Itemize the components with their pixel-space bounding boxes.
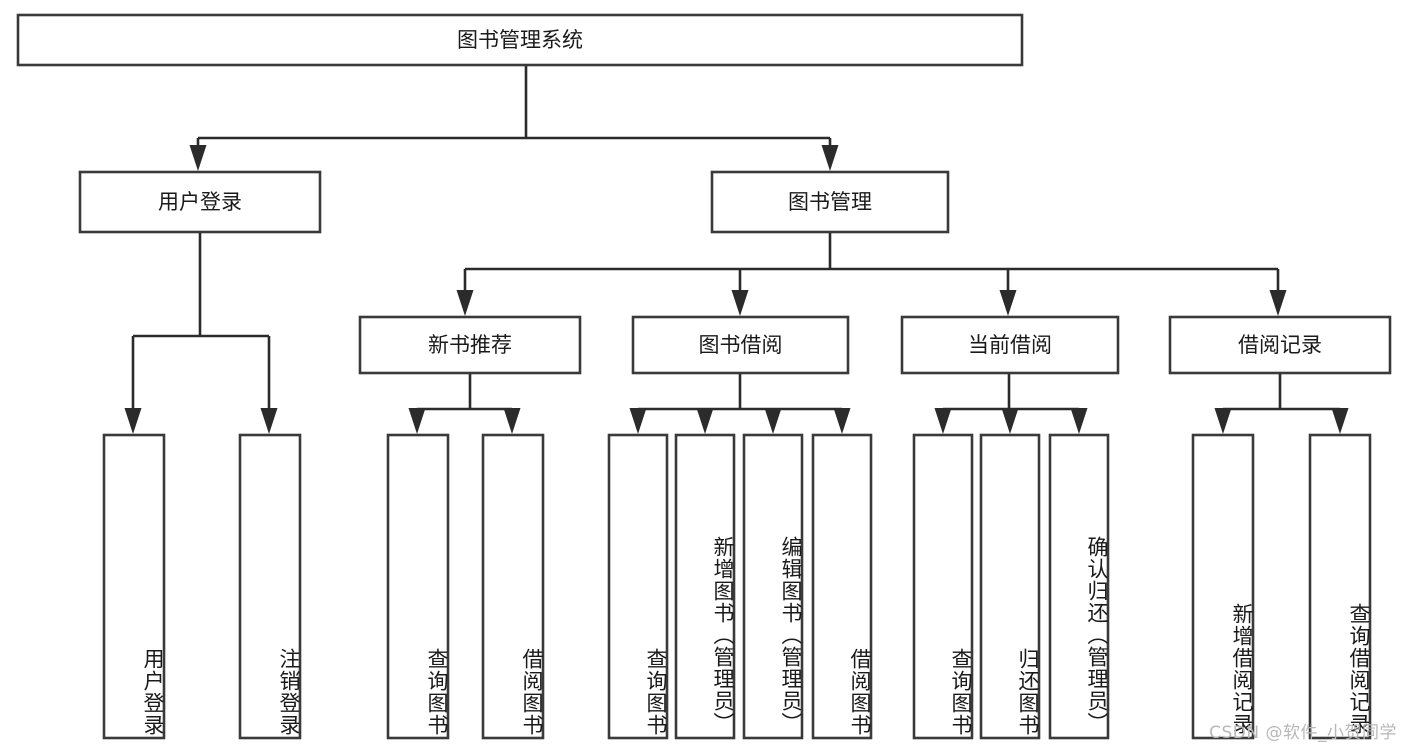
node-box-leaf-borrow-book-bor[interactable] [811, 433, 873, 740]
node-box-book-manage[interactable] [710, 170, 950, 234]
connector-conn-root [189, 65, 839, 171]
node-box-root[interactable] [16, 13, 1024, 67]
arrow-head-icon [1070, 408, 1088, 434]
connector-conn-book-manage [456, 232, 1287, 316]
node-label-new-book-recommend: 新书推荐 [428, 333, 512, 357]
connector-layer [124, 65, 1349, 434]
connector-conn-borrow-record [1214, 373, 1349, 434]
node-box-book-borrow[interactable] [631, 315, 850, 375]
arrow-head-icon [456, 290, 474, 316]
arrow-head-icon [124, 408, 142, 434]
node-box-layer [16, 13, 1392, 740]
node-box-leaf-add-borrow-record[interactable] [1191, 433, 1255, 740]
node-box-leaf-edit-book-admin[interactable] [742, 433, 804, 740]
arrow-head-icon [1001, 408, 1019, 434]
arrow-head-icon [1214, 408, 1232, 434]
node-box-leaf-borrow-book-rec[interactable] [481, 433, 545, 740]
arrow-head-icon [260, 408, 278, 434]
arrow-head-icon [731, 290, 749, 316]
arrow-head-icon [999, 290, 1017, 316]
arrow-head-icon [1331, 408, 1349, 434]
node-box-leaf-query-borrow-record[interactable] [1308, 433, 1372, 740]
connector-conn-new-book-recommend [408, 373, 521, 434]
watermark-text: CSDN @软件_小贺同学 [1209, 723, 1397, 743]
arrow-head-icon [189, 145, 207, 171]
node-box-current-borrow[interactable] [900, 315, 1120, 375]
node-label-book-manage: 图书管理 [788, 190, 872, 214]
node-box-user-login[interactable] [78, 170, 322, 234]
node-box-leaf-query-book-bor[interactable] [607, 433, 669, 740]
connector-conn-book-borrow [629, 373, 851, 434]
node-label-root: 图书管理系统 [457, 28, 583, 52]
node-box-borrow-record[interactable] [1168, 315, 1392, 375]
arrow-head-icon [821, 145, 839, 171]
arrow-head-icon [1269, 290, 1287, 316]
node-box-leaf-add-book-admin[interactable] [674, 433, 736, 740]
node-label-user-login: 用户登录 [158, 190, 242, 214]
node-box-leaf-query-book-cur[interactable] [912, 433, 974, 740]
arrow-head-icon [408, 408, 426, 434]
node-box-leaf-query-book-rec[interactable] [386, 433, 450, 740]
node-label-book-borrow: 图书借阅 [699, 333, 783, 357]
node-box-leaf-logout-login[interactable] [238, 433, 302, 740]
node-box-leaf-return-book[interactable] [979, 433, 1041, 740]
arrow-head-icon [696, 408, 714, 434]
node-box-leaf-user-login[interactable] [102, 433, 166, 740]
arrow-head-icon [629, 408, 647, 434]
connector-conn-current-borrow [934, 373, 1088, 434]
node-label-borrow-record: 借阅记录 [1238, 333, 1322, 357]
arrow-head-icon [934, 408, 952, 434]
node-box-new-book-recommend[interactable] [358, 315, 582, 375]
arrow-head-icon [764, 408, 782, 434]
node-label-current-borrow: 当前借阅 [968, 333, 1052, 357]
arrow-head-icon [833, 408, 851, 434]
connector-conn-user-login [124, 232, 278, 434]
node-box-leaf-confirm-return[interactable] [1048, 433, 1110, 740]
arrow-head-icon [503, 408, 521, 434]
